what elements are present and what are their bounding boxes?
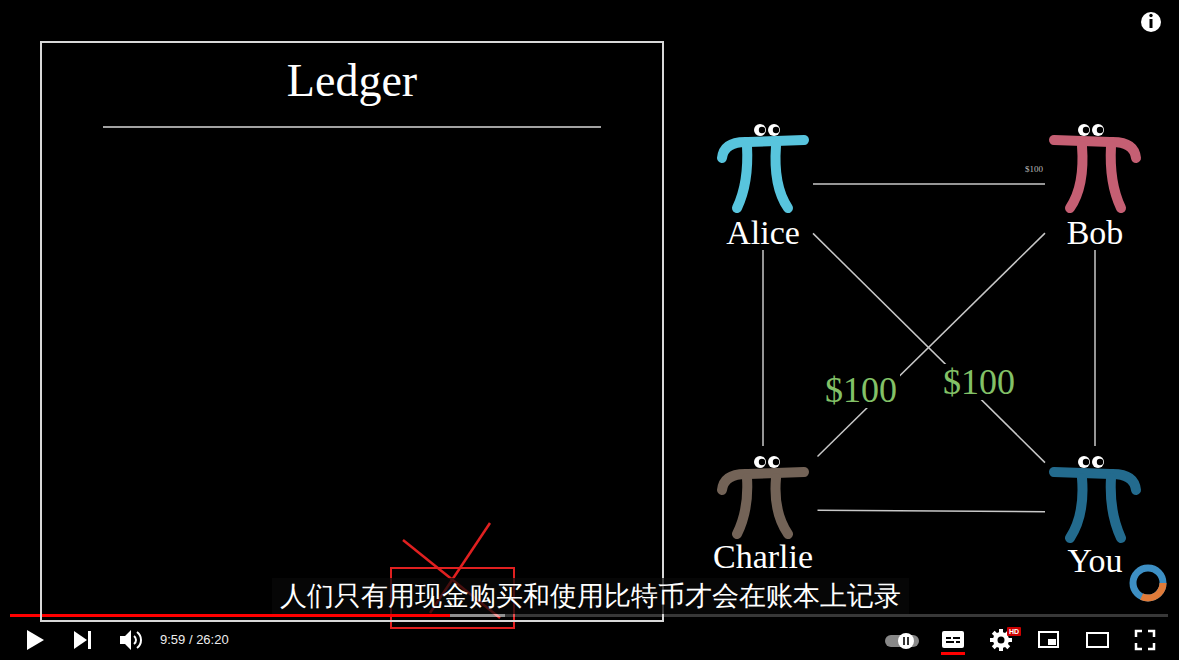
pi-creature xyxy=(1054,456,1136,538)
play-button xyxy=(27,630,44,650)
person-name: You xyxy=(1067,544,1122,578)
pi-creature xyxy=(722,124,804,208)
spinner xyxy=(1133,568,1163,598)
connection-line xyxy=(762,250,764,446)
theater-button xyxy=(1087,633,1108,647)
ledger-rule xyxy=(103,126,601,128)
volume-button xyxy=(120,630,141,650)
pi-creature xyxy=(722,456,804,534)
connection-line xyxy=(813,183,1045,185)
miniplayer-button xyxy=(1039,632,1058,647)
ledger-box: Ledger xyxy=(40,41,664,622)
person-node: Alice xyxy=(713,118,813,250)
connection-line xyxy=(818,510,1046,511)
connection-line xyxy=(813,233,1045,462)
progress-track xyxy=(10,614,1168,617)
person-name: Alice xyxy=(726,216,800,250)
amount-label: $100 xyxy=(940,364,1018,400)
progress-buffer xyxy=(450,614,505,617)
person-name: Charlie xyxy=(713,540,813,574)
time-display: 9:59 / 26:20 xyxy=(160,632,229,648)
amount-label: $100 xyxy=(1022,165,1046,174)
next-button xyxy=(74,631,91,649)
captions-button xyxy=(941,631,965,655)
person-node: Bob xyxy=(1045,118,1145,250)
connection-line xyxy=(818,233,1046,456)
amount-label: $100 xyxy=(822,372,900,408)
fullscreen-button xyxy=(1136,631,1154,649)
pi-creature xyxy=(1054,124,1136,208)
info-icon xyxy=(1141,12,1161,32)
ledger-title: Ledger xyxy=(42,53,662,108)
hd-badge: HD xyxy=(1007,627,1021,636)
person-node: Charlie xyxy=(709,446,818,574)
subtitle: 人们只有用现金购买和使用比特币才会在账本上记录 xyxy=(272,578,909,614)
person-name: Bob xyxy=(1067,216,1124,250)
connection-line xyxy=(1094,250,1096,446)
autoplay-toggle xyxy=(885,633,919,649)
progress-played xyxy=(10,614,450,617)
person-node: You xyxy=(1045,446,1145,578)
